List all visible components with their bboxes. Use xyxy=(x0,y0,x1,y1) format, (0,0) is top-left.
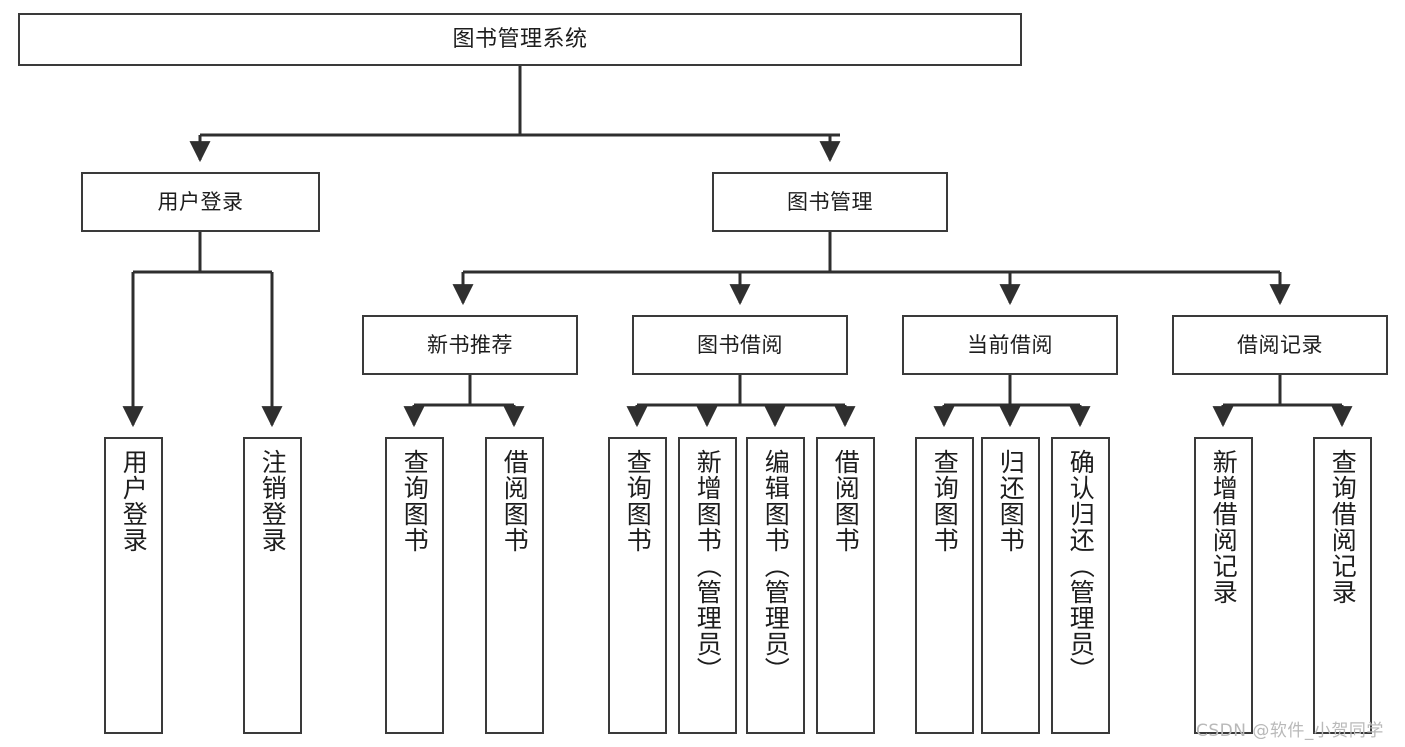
node-label: 借阅图书 xyxy=(500,449,530,553)
node-label: 注销登录 xyxy=(258,449,288,553)
node-label: 借阅记录 xyxy=(1237,332,1323,357)
node-borrow-records[interactable]: 借阅记录 xyxy=(1172,315,1388,375)
leaf-add-book-admin[interactable]: 新增图书（管理员） xyxy=(678,437,737,734)
node-book-management[interactable]: 图书管理 xyxy=(712,172,948,232)
leaf-confirm-return-admin[interactable]: 确认归还（管理员） xyxy=(1051,437,1110,734)
node-current-borrow[interactable]: 当前借阅 xyxy=(902,315,1118,375)
node-new-book-recommend[interactable]: 新书推荐 xyxy=(362,315,578,375)
leaf-query-book-borrow[interactable]: 查询图书 xyxy=(608,437,667,734)
leaf-add-borrow-record[interactable]: 新增借阅记录 xyxy=(1194,437,1253,734)
node-label: 编辑图书（管理员） xyxy=(761,449,791,683)
leaf-borrow-book[interactable]: 借阅图书 xyxy=(816,437,875,734)
leaf-user-login[interactable]: 用户登录 xyxy=(104,437,163,734)
leaf-query-book-current[interactable]: 查询图书 xyxy=(915,437,974,734)
leaf-query-book-recommend[interactable]: 查询图书 xyxy=(385,437,444,734)
csdn-watermark: CSDN @软件_小贺同学 xyxy=(1196,721,1384,741)
node-label: 当前借阅 xyxy=(967,332,1053,357)
node-label: 用户登录 xyxy=(119,449,149,553)
node-label: 新增图书（管理员） xyxy=(693,449,723,683)
node-label: 确认归还（管理员） xyxy=(1066,449,1096,683)
node-label: 查询图书 xyxy=(400,449,430,553)
node-label: 用户登录 xyxy=(157,189,244,214)
leaf-borrow-book-recommend[interactable]: 借阅图书 xyxy=(485,437,544,734)
node-label: 图书借阅 xyxy=(697,332,783,357)
node-label: 新书推荐 xyxy=(427,332,513,357)
node-label: 查询图书 xyxy=(930,449,960,553)
leaf-query-borrow-record[interactable]: 查询借阅记录 xyxy=(1313,437,1372,734)
node-root-system[interactable]: 图书管理系统 xyxy=(18,13,1022,66)
leaf-return-book[interactable]: 归还图书 xyxy=(981,437,1040,734)
node-book-borrow[interactable]: 图书借阅 xyxy=(632,315,848,375)
node-label: 新增借阅记录 xyxy=(1209,449,1239,605)
leaf-edit-book-admin[interactable]: 编辑图书（管理员） xyxy=(746,437,805,734)
node-label: 查询图书 xyxy=(623,449,653,553)
node-label: 归还图书 xyxy=(996,449,1026,553)
node-label: 图书管理 xyxy=(787,189,873,214)
node-user-login[interactable]: 用户登录 xyxy=(81,172,320,232)
leaf-user-logout[interactable]: 注销登录 xyxy=(243,437,302,734)
node-label: 借阅图书 xyxy=(831,449,861,553)
node-label: 图书管理系统 xyxy=(452,26,588,52)
node-label: 查询借阅记录 xyxy=(1328,449,1358,605)
